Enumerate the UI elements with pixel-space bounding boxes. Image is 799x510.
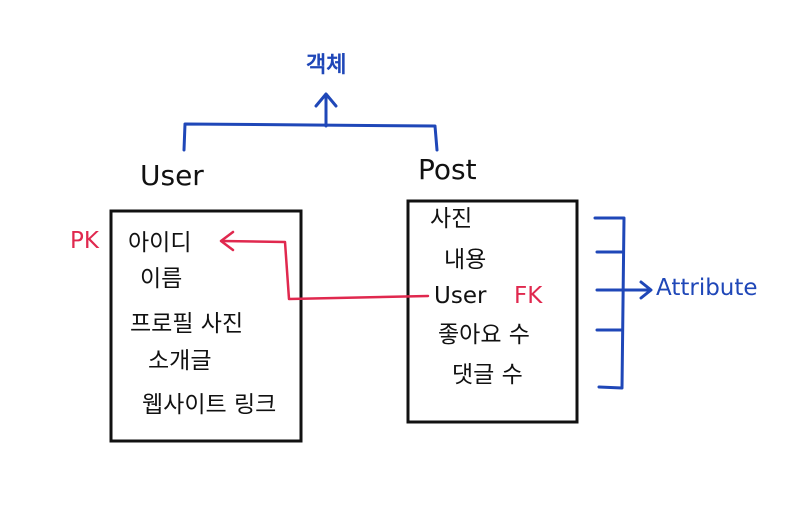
attribute-label: Attribute [656, 275, 758, 301]
post-attribute-photo: 사진 [430, 206, 473, 232]
primary-key-marker: PK [70, 228, 99, 254]
parent-object-label: 객체 [306, 53, 347, 78]
post-attribute-comments: 댓글 수 [452, 362, 523, 388]
foreign-key-marker: FK [514, 283, 543, 309]
user-entity-box [109, 209, 303, 443]
user-attribute-website: 웹사이트 링크 [142, 392, 277, 418]
user-attribute-id: 아이디 [128, 230, 192, 256]
post-attribute-user: User [434, 283, 487, 309]
user-attribute-bio: 소개글 [148, 348, 212, 374]
post-entity-title: Post [418, 153, 477, 186]
post-attribute-likes: 좋아요 수 [438, 322, 530, 348]
hierarchy-bracket [182, 92, 439, 152]
user-attribute-name: 이름 [140, 266, 183, 292]
user-entity-title: User [140, 159, 204, 192]
fk-relationship-arrow [219, 230, 430, 301]
user-attribute-profile-photo: 프로필 사진 [130, 311, 244, 337]
post-entity-box [406, 199, 579, 424]
attribute-bracket [593, 216, 653, 390]
post-attribute-content: 내용 [444, 247, 487, 273]
